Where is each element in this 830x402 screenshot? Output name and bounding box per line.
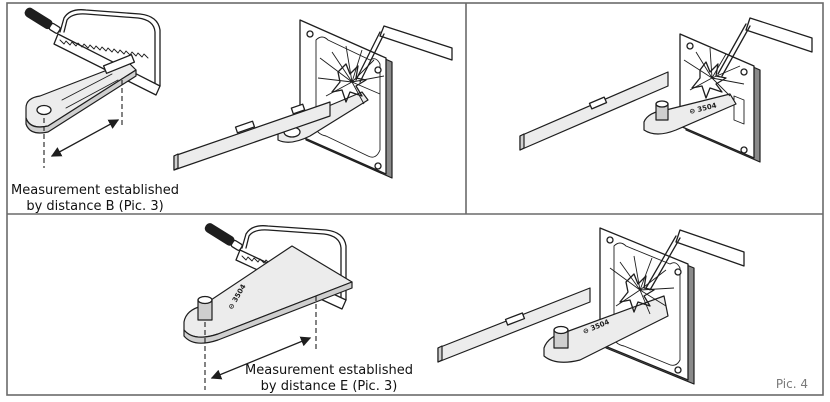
spirit-level-icon-right <box>519 71 669 151</box>
panel-cut-distance-b: Measurement established by distance B (P… <box>11 7 179 214</box>
panel-frames <box>6 2 824 396</box>
panel-cut-distance-e: ⊖ 3504 Measurement established by distan… <box>183 223 413 394</box>
spirit-level-icon <box>173 101 331 171</box>
hinge-arm-bracket <box>25 54 137 134</box>
spirit-level-icon-lower <box>437 287 591 363</box>
welding-spark-icon-lower <box>609 255 675 315</box>
welding-spark-icon <box>317 45 385 105</box>
welding-rod-icon <box>355 25 453 83</box>
caption-distance-e-line1: Measurement established <box>245 363 413 378</box>
welding-rod-icon-lower <box>645 229 745 291</box>
caption-distance-b-line2: by distance B (Pic. 3) <box>26 199 163 214</box>
panel-weld-triangular-bracket: ⊖ 3504 Pic. 4 <box>437 227 808 391</box>
triangular-bracket-on-plate: ⊖ 3504 <box>543 295 669 363</box>
picture-number-label: Pic. 4 <box>776 377 808 391</box>
panel-weld-plate-right: ⊖ 3504 <box>519 17 813 163</box>
dimension-b-indicator <box>43 80 123 168</box>
hinge-arm-right: ⊖ 3504 <box>643 93 737 135</box>
triangular-hinge-bracket: ⊖ 3504 <box>183 245 353 344</box>
caption-distance-b-line1: Measurement established <box>11 183 179 198</box>
panel-weld-plate-level <box>173 19 453 179</box>
welding-rod-icon-right <box>717 17 813 77</box>
dimension-e-indicator <box>204 296 317 390</box>
caption-distance-e-line2: by distance E (Pic. 3) <box>261 379 398 394</box>
welding-spark-icon-right <box>683 47 745 99</box>
